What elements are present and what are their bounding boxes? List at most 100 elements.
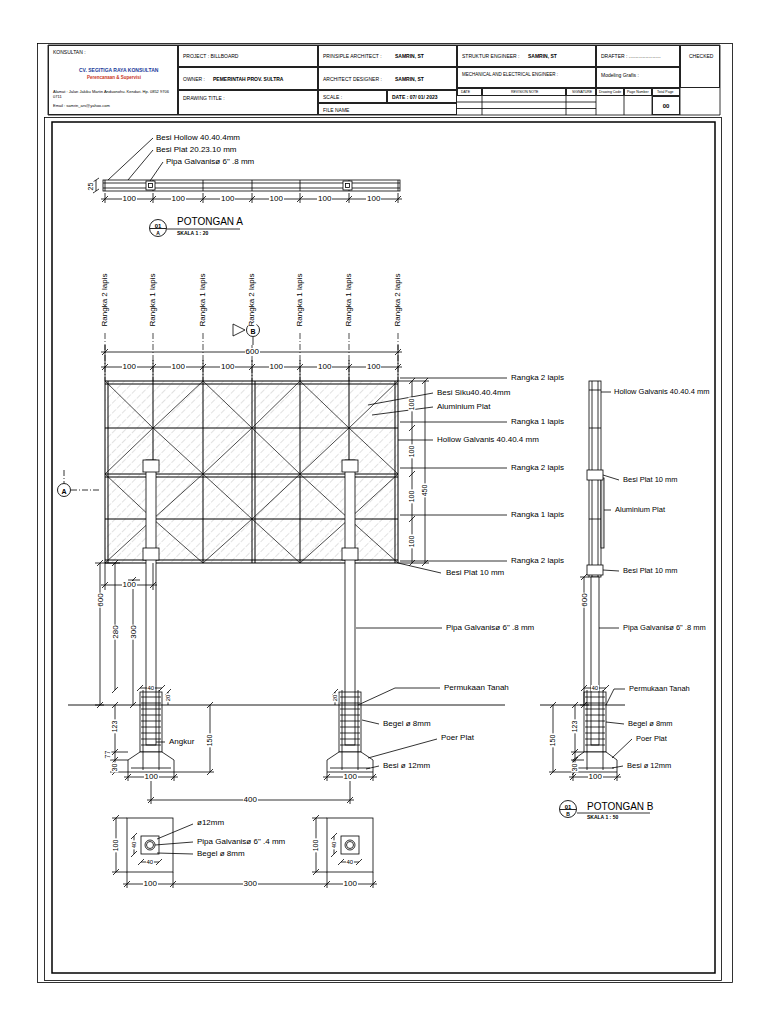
dimension-text: 100 — [317, 195, 332, 203]
dimension-text: 450 — [421, 483, 428, 497]
consultant-cell: KONSULTAN :CV. SEGITIGA RAYA KONSULTANPe… — [48, 45, 178, 115]
cell-text: B — [560, 812, 576, 817]
foundation-plan — [155, 824, 193, 854]
dimension-text: 100 — [171, 195, 186, 203]
dimension-text: 100 — [366, 195, 381, 203]
dimension-text: 100 — [408, 397, 415, 411]
dimension-text: 40 — [147, 685, 156, 691]
callout-label: ø12mm — [196, 819, 225, 827]
cell-text: Alamat : Jalan Jakiku Martin Anduonohu. … — [53, 90, 175, 100]
callout-label: Pipa Galvanisø 6" .8 mm — [165, 158, 255, 166]
poles — [342, 460, 358, 472]
cell-text: Drawing Code — [599, 91, 621, 95]
title-cell: FILE NAME — [318, 103, 457, 115]
title-cell: SCALE : — [318, 90, 387, 103]
table-header: REVISION NOTE — [482, 88, 566, 96]
callout-label: Besi Plat 10 mm — [622, 476, 679, 484]
title-cell: PRINSIPLE ARCHITECT :SAMRIN, ST — [318, 45, 457, 67]
callout-label: Besi Plat 20.23.10 mm — [155, 146, 237, 154]
dimension-text: 100 — [312, 838, 319, 852]
dimension-text: 600 — [96, 592, 104, 607]
dimension-text: 100 — [366, 363, 381, 371]
title-cell: STRUKTUR ENGINEER : SAMRIN, ST — [457, 45, 596, 67]
top-dimensions — [105, 345, 398, 381]
title-cell: ARCHITECT DESIGNER : SAMRIN, ST — [318, 67, 457, 90]
callout-label: Rangka 2 lapis — [248, 273, 256, 328]
callout-label: Pipa Galvanisø 6" .8 mm — [622, 624, 707, 632]
foundation-plan — [341, 836, 359, 854]
foundation-plan — [312, 815, 327, 875]
section-b — [587, 470, 603, 480]
title-cell: DATE : 07/ 01/ 2023 — [387, 90, 457, 103]
dimension-text: 100 — [220, 195, 235, 203]
dimension-text: 100 — [317, 363, 332, 371]
cell-text: 01 — [150, 223, 166, 229]
title-cell: MECHANICAL AND ELECTRICAL ENGINEER : — [457, 67, 596, 88]
callout-label: Rangka 1 lapis — [510, 418, 565, 426]
cell-text: ARCHITECT DESIGNER : — [323, 77, 382, 82]
callout-label: Rangka 1 lapis — [149, 273, 157, 328]
callout-label: Angkur — [168, 738, 195, 746]
cut-marker: A — [57, 483, 71, 497]
ground-line — [68, 705, 505, 706]
dimension-text: 600 — [580, 592, 588, 607]
front-dimensions — [137, 685, 171, 705]
section-a-plan — [346, 184, 350, 188]
title-cell: OWNER :PEMERINTAH PROV. SULTRA — [178, 67, 318, 90]
cell-text: DATE : 07/ 01/ 2023 — [392, 95, 438, 100]
cell-text: Modeling Grafis : — [601, 73, 639, 78]
section-a-plan — [343, 181, 352, 190]
dimension-text: 280 — [111, 624, 119, 639]
callout-label: Rangka 2 lapis — [510, 374, 565, 382]
poles — [143, 548, 159, 560]
front-dimensions — [124, 772, 178, 781]
cell-text: B — [247, 328, 259, 335]
section-a-plan — [93, 138, 402, 229]
poles — [342, 548, 358, 560]
frame-leaders — [398, 378, 429, 566]
foundation-plan — [145, 840, 155, 850]
poles — [146, 460, 156, 745]
dimension-text: 100 — [143, 880, 158, 888]
callout-label: Aluminium Plat — [436, 403, 491, 411]
callout-label: Begel ø 8mm — [382, 720, 432, 728]
cell-text: PROJECT : BILLBOARD — [183, 54, 238, 59]
table-header: DATE — [457, 88, 482, 96]
foundations — [128, 752, 174, 772]
foundations — [131, 690, 171, 770]
cell-text: Perencanaan & Supervisi — [87, 76, 141, 81]
dimension-text: 100 — [343, 880, 358, 888]
callout-label: Rangka 2 lapis — [510, 464, 565, 472]
cell-text: CHECKED — [689, 54, 713, 59]
callout-label: Besi Hollow 40.40.4mm — [155, 134, 241, 142]
cell-text: STRUKTUR ENGINEER : — [462, 54, 520, 59]
cell-text: MECHANICAL AND ELECTRICAL ENGINEER : — [462, 73, 558, 78]
section-b — [599, 392, 632, 768]
foundation-plan — [331, 833, 362, 865]
section-b — [549, 702, 573, 775]
section-a-plan — [105, 180, 398, 191]
sheet-frame — [38, 44, 733, 983]
foundations — [156, 720, 437, 769]
sheet-frame — [48, 45, 720, 115]
section-a-plan — [146, 181, 155, 190]
poles — [356, 628, 442, 629]
foundation-plan — [131, 833, 162, 865]
front-dimensions — [323, 772, 377, 781]
cell-text: SAMRIN, ST — [528, 54, 557, 59]
section-b — [540, 381, 650, 813]
table-header: SIGNATURE — [566, 88, 596, 96]
cell-text: PRINSIPLE ARCHITECT : — [323, 54, 382, 59]
callout-label: Begel ø 8mm — [627, 720, 674, 728]
callout-label: Poer Plat — [440, 734, 475, 742]
foundation-plan — [347, 842, 354, 849]
dimension-text: 100 — [588, 773, 603, 781]
cell-text: SAMRIN, ST — [395, 77, 424, 82]
dimension-text: 100 — [269, 363, 284, 371]
callout-label: Begel ø 8mm — [196, 850, 246, 858]
cell-text: PEMERINTAH PROV. SULTRA — [213, 77, 283, 82]
dimension-text: 20 — [165, 694, 171, 703]
front-dimensions — [101, 563, 157, 590]
poles — [143, 460, 442, 745]
front-dimensions — [95, 560, 377, 804]
